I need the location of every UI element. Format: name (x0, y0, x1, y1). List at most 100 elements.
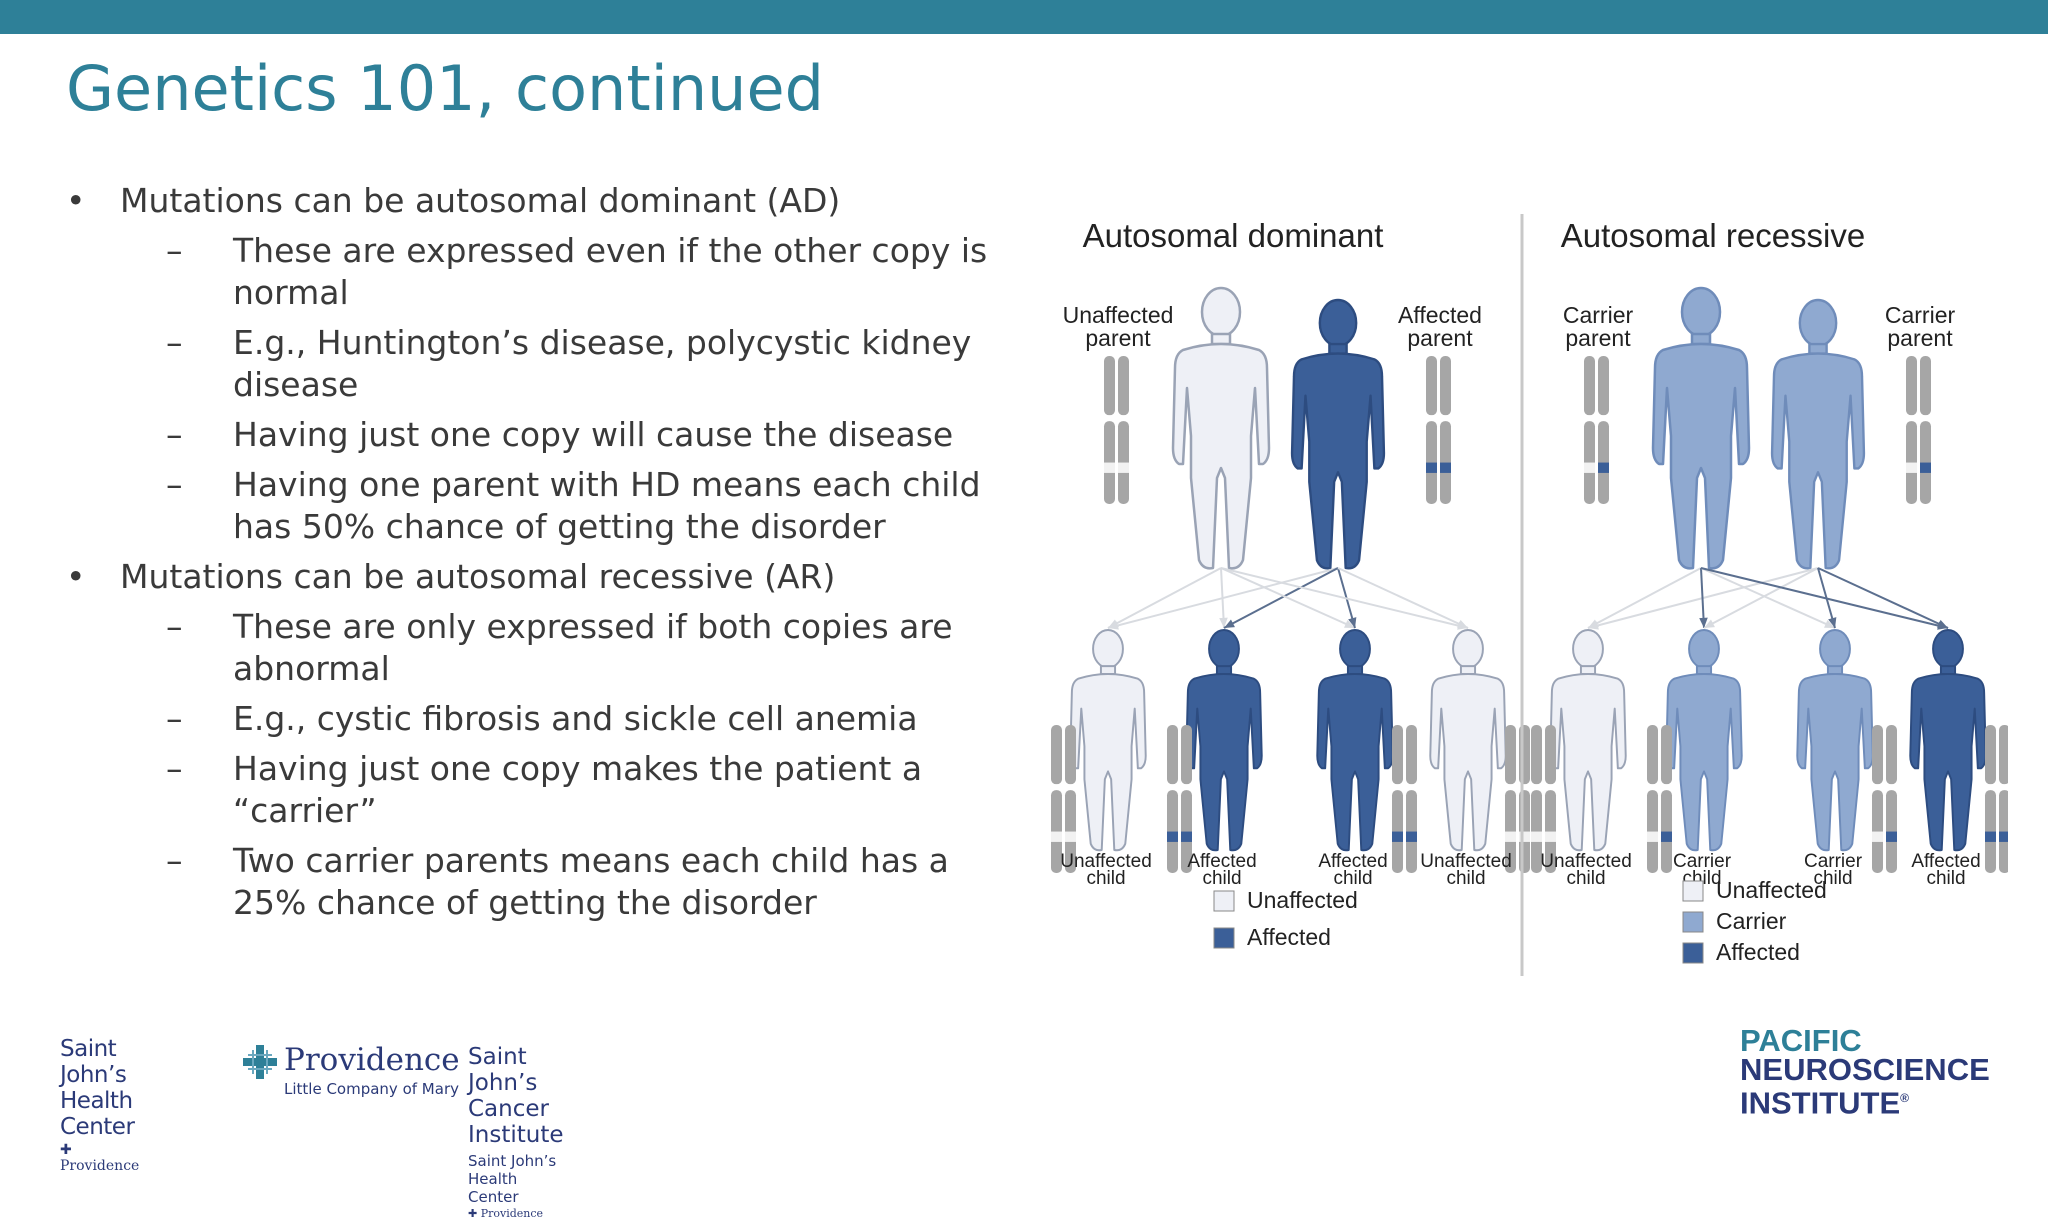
bullet-item: • Mutations can be autosomal recessive (A… (66, 556, 996, 598)
logo-subtext-label: Providence (480, 1207, 544, 1220)
recessive-child-figure (1796, 629, 1874, 852)
body (1651, 342, 1751, 570)
gene-band (1545, 831, 1556, 842)
gene-band (1999, 831, 2010, 842)
recessive-legend-label: Affected (1716, 939, 1800, 965)
gene-band (1598, 462, 1609, 473)
bullet-dot: • (66, 557, 86, 596)
dominant-child-figure (1185, 629, 1263, 852)
head (1819, 629, 1851, 669)
gene-band (1118, 462, 1129, 473)
arrow-line (1337, 567, 1469, 629)
sub-bullet-dash: – (166, 749, 183, 788)
head (1688, 629, 1720, 669)
gene-band (1647, 831, 1658, 842)
chromosome-arm (1118, 356, 1129, 416)
gene-band (1167, 831, 1178, 842)
dominant-inheritance-arrow (1220, 567, 1469, 630)
dominant-parent-right-label: parent (1407, 325, 1473, 351)
logo-subtext-label: Providence (60, 1158, 140, 1174)
logo-text: Saint John’s (60, 1036, 127, 1088)
recessive-inheritance-arrow (1703, 567, 1819, 629)
head (1932, 629, 1964, 669)
dominant-legend-swatch (1213, 927, 1235, 949)
dominant-parent-left-label: Unaffected (1063, 302, 1174, 328)
dominant-child-label: Unaffected (1060, 851, 1152, 872)
arrow-head (1588, 621, 1599, 630)
sub-bullet-dash: – (166, 841, 183, 880)
recessive-child-label: child (1566, 868, 1605, 889)
recessive-parent-left-figure (1651, 286, 1751, 570)
dominant-child-label: Affected (1318, 851, 1387, 872)
recessive-panel-title: Autosomal recessive (1561, 217, 1865, 254)
logo-text: Health Center (60, 1088, 135, 1140)
dominant-child-chromosomes (1392, 725, 1417, 873)
gene-band (1872, 831, 1883, 842)
arrow-head (1457, 619, 1468, 628)
head (1318, 298, 1358, 348)
dominant-child-figure (1316, 629, 1394, 852)
sub-bullet-item: –Having one parent with HD means each ch… (66, 464, 996, 548)
sub-bullet-dash: – (166, 699, 183, 738)
recessive-child-label: Carrier (1673, 851, 1732, 872)
gene-band (1985, 831, 1996, 842)
gene-band (1920, 462, 1931, 473)
sub-bullet-text: Two carrier parents means each child has… (233, 841, 949, 922)
recessive-parent-left-label: parent (1565, 325, 1631, 351)
dominant-child-label: child (1202, 868, 1241, 889)
dominant-inheritance-arrow (1337, 567, 1469, 629)
recessive-parent-right-chromosomes (1906, 356, 1931, 504)
bullet-text: Mutations can be autosomal dominant (AD) (120, 181, 841, 220)
sub-bullet-dash: – (166, 607, 183, 646)
gene-band (1406, 831, 1417, 842)
sub-bullet-text: Having one parent with HD means each chi… (233, 465, 981, 546)
head (1680, 286, 1722, 338)
gene-band (1051, 831, 1062, 842)
recessive-legend-label: Carrier (1716, 908, 1787, 934)
neck (1695, 665, 1713, 675)
arrow-line (1587, 567, 1702, 629)
recessive-legend-swatch (1682, 942, 1704, 964)
head (1092, 629, 1124, 669)
recessive-child-label: child (1813, 868, 1852, 889)
saint-johns-health-center-logo: Saint John’s Health Center ✚ Providence (60, 1036, 139, 1174)
chromosome-arm (1545, 725, 1556, 785)
dominant-child-chromosomes (1051, 725, 1076, 873)
arrow-line (1220, 567, 1356, 629)
cross-icon: ✚ (468, 1207, 478, 1220)
logo-subtext: Little Company of Mary (284, 1080, 459, 1098)
chromosome-arm (1392, 725, 1403, 785)
arrow-line (1220, 567, 1469, 629)
body (1549, 673, 1627, 852)
dominant-legend-label: Unaffected (1247, 887, 1358, 913)
logo-subtext: ✚ Providence (468, 1207, 564, 1220)
recessive-parent-right-figure (1770, 298, 1866, 570)
dominant-legend-label: Affected (1247, 924, 1331, 950)
sub-bullet-text: E.g., cystic fibrosis and sickle cell an… (233, 699, 918, 738)
arrow-head (1344, 619, 1355, 628)
arrow-line (1223, 567, 1339, 629)
body (1290, 352, 1386, 570)
recessive-inheritance-arrow (1699, 567, 1708, 629)
arrow-head (1224, 619, 1235, 628)
sub-bullet-text: These are only expressed if both copies … (233, 607, 953, 688)
recessive-legend-swatch (1682, 911, 1704, 933)
body (1909, 673, 1987, 852)
head (1452, 629, 1484, 669)
dominant-parent-right-label: Affected (1398, 302, 1482, 328)
providence-cross-icon (243, 1045, 277, 1079)
slide-title: Genetics 101, continued (66, 52, 824, 125)
bullet-item: •Mutations can be autosomal dominant (AD… (66, 180, 996, 222)
logo-text: NEUROSCIENCE (1740, 1052, 1990, 1087)
gene-band (1886, 831, 1897, 842)
neck (1808, 342, 1828, 355)
chromosome-arm (1886, 725, 1897, 785)
chromosome-arm (1104, 356, 1115, 416)
bullet-text: Mutations can be autosomal recessive (AR… (120, 557, 836, 596)
dominant-child-chromosomes (1167, 725, 1192, 873)
logo-subtext: Saint John’s Health Center (468, 1152, 557, 1206)
gene-band (1519, 831, 1530, 842)
head (1208, 629, 1240, 669)
sub-bullet-dash: – (166, 231, 183, 270)
chromosome-arm (1505, 725, 1516, 785)
